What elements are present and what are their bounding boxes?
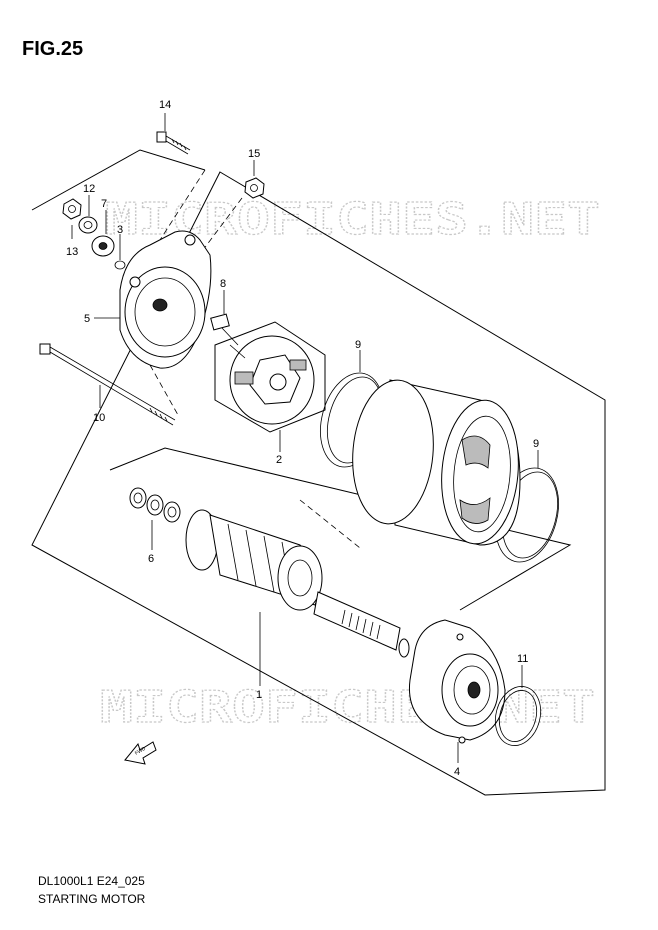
dash-line <box>159 169 206 241</box>
bolt-14 <box>156 131 191 155</box>
figure-code: DL1000L1 E24_025 <box>38 874 145 888</box>
callout-2: 2 <box>276 454 282 466</box>
nut-13 <box>62 198 82 220</box>
callout-9b: 9 <box>533 438 539 450</box>
callout-5: 5 <box>84 313 90 325</box>
figure-name: STARTING MOTOR <box>38 892 146 906</box>
callout-9a: 9 <box>355 339 361 351</box>
callout-15: 15 <box>248 148 260 160</box>
dash-line <box>299 499 361 549</box>
brush-holder-2 <box>214 321 326 433</box>
o-ring-3 <box>114 260 126 270</box>
callout-1: 1 <box>256 689 262 701</box>
front-housing-4 <box>408 619 506 744</box>
callout-13: 13 <box>66 246 78 258</box>
nut-15 <box>244 177 265 199</box>
o-ring-11 <box>494 686 542 746</box>
armature-1 <box>185 509 410 658</box>
yoke-housing <box>352 379 521 546</box>
figure-title: FIG.25 <box>22 38 84 60</box>
washer-12 <box>78 216 98 234</box>
end-cover-5 <box>119 230 212 369</box>
callout-10: 10 <box>93 412 105 424</box>
callout-3: 3 <box>117 224 123 236</box>
callout-11: 11 <box>517 653 528 665</box>
terminal-8 <box>210 313 239 346</box>
o-ring-11-inner <box>498 690 538 742</box>
dash-line <box>199 197 243 255</box>
callout-12: 12 <box>83 183 95 195</box>
callout-7: 7 <box>101 198 107 210</box>
fwd-label: FWD <box>134 746 147 757</box>
callout-14: 14 <box>159 99 171 111</box>
fwd-arrow: FWD <box>124 741 157 765</box>
callout-4: 4 <box>454 766 460 778</box>
watermark-bottom: MICROFICHES.NET <box>100 682 595 733</box>
assembly-frame <box>31 149 606 796</box>
washer-7 <box>91 235 115 257</box>
callout-6: 6 <box>148 553 154 565</box>
through-bolt-10 <box>39 343 176 426</box>
washers-6 <box>129 487 181 523</box>
callout-8: 8 <box>220 278 226 290</box>
